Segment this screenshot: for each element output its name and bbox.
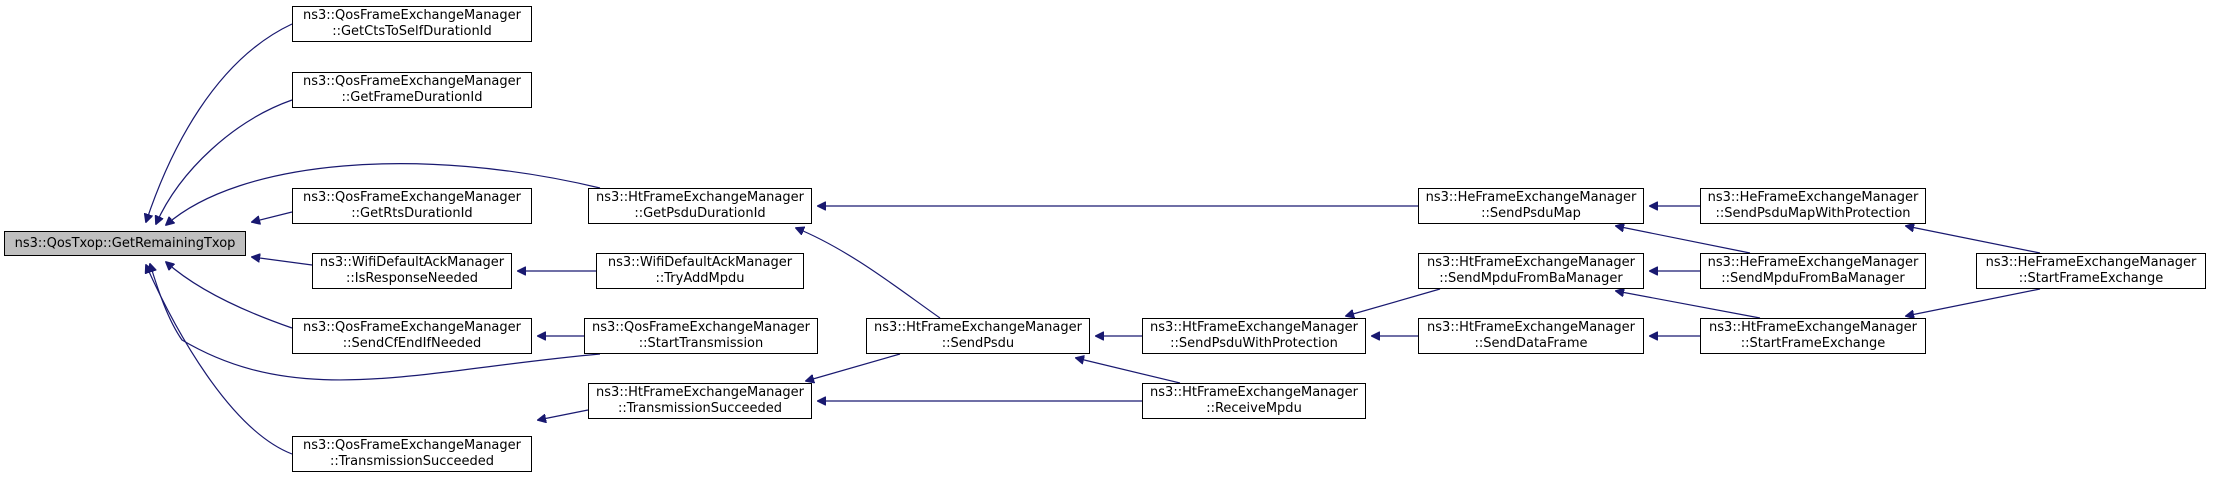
call-edge-htfem-sendpsdu-to-htfem-getpsdu xyxy=(796,228,941,319)
graph-node-wdam-tryadd[interactable]: ns3::WifiDefaultAckManager::TryAddMpdu xyxy=(596,253,804,289)
node-label-line: ::SendCfEndIfNeeded xyxy=(342,336,482,351)
node-label-line: ns3::HtFrameExchangeManager xyxy=(596,385,804,400)
node-label-line: ::StartFrameExchange xyxy=(2018,271,2164,286)
node-label-line: ns3::HtFrameExchangeManager xyxy=(1427,255,1635,270)
node-label-line: ns3::HtFrameExchangeManager xyxy=(1709,320,1917,335)
node-label-line: ::TransmissionSucceeded xyxy=(617,401,783,416)
call-edge-qfem-txsucc-to-root xyxy=(146,265,293,455)
node-label-line: ::TransmissionSucceeded xyxy=(329,454,495,469)
node-label-line: ns3::QosFrameExchangeManager xyxy=(302,190,521,205)
node-label-line: ::SendMpduFromBaManager xyxy=(1439,271,1623,286)
node-label-line: ::GetRtsDurationId xyxy=(351,206,473,221)
graph-node-hefem-sendpsdumapwp[interactable]: ns3::HeFrameExchangeManager::SendPsduMap… xyxy=(1700,188,1926,224)
node-label-line: ns3::HtFrameExchangeManager xyxy=(596,190,804,205)
node-label-line: ::GetCtsToSelfDurationId xyxy=(332,24,492,39)
graph-node-hefem-startfe[interactable]: ns3::HeFrameExchangeManager::StartFrameE… xyxy=(1976,253,2206,289)
call-edge-hefem-sendmpduba-to-hefem-sendpsdumap xyxy=(1616,226,1751,254)
call-edge-htfem-sendpsdu-to-htfem-txsucc xyxy=(806,353,901,381)
graph-node-htfem-sendpsduwp[interactable]: ns3::HtFrameExchangeManager::SendPsduWit… xyxy=(1142,318,1366,354)
node-label-line: ::SendPsduMapWithProtection xyxy=(1715,206,1911,221)
node-label-line: ::SendPsdu xyxy=(941,336,1015,351)
node-label-line: ::IsResponseNeeded xyxy=(345,271,479,286)
graph-node-hefem-sendmpduba[interactable]: ns3::HeFrameExchangeManager::SendMpduFro… xyxy=(1700,253,1926,289)
call-edge-qfem-getframe-to-root xyxy=(156,99,293,224)
node-label-line: ::ReceiveMpdu xyxy=(1206,401,1302,416)
node-label-line: ns3::HtFrameExchangeManager xyxy=(1150,385,1358,400)
node-label-line: ::SendMpduFromBaManager xyxy=(1721,271,1905,286)
node-label-line: ns3::QosFrameExchangeManager xyxy=(302,74,521,89)
graph-node-qfem-starttx[interactable]: ns3::QosFrameExchangeManager::StartTrans… xyxy=(584,318,818,354)
node-label-line: ::SendPsduWithProtection xyxy=(1170,336,1338,351)
node-label-line: ::SendDataFrame xyxy=(1474,336,1588,351)
graph-node-htfem-sendmpduba[interactable]: ns3::HtFrameExchangeManager::SendMpduFro… xyxy=(1418,253,1644,289)
call-edge-htfem-getpsdu-to-root xyxy=(166,163,601,225)
node-label-line: ns3::HeFrameExchangeManager xyxy=(1985,255,2197,270)
node-label-line: ns3::QosFrameExchangeManager xyxy=(302,438,521,453)
node-label-line: ns3::HeFrameExchangeManager xyxy=(1707,255,1919,270)
graph-node-wdam-isresponse[interactable]: ns3::WifiDefaultAckManager::IsResponseNe… xyxy=(312,253,512,289)
node-label-line: ns3::HtFrameExchangeManager xyxy=(874,320,1082,335)
call-edge-hefem-startfe-to-htfem-startfe xyxy=(1906,288,2041,316)
graph-node-root: ns3::QosTxop::GetRemainingTxop xyxy=(4,231,246,256)
call-edge-htfem-startfe-to-htfem-sendmpduba xyxy=(1616,291,1761,319)
call-edge-wdam-isresponse-to-root xyxy=(252,257,313,266)
graph-node-qfem-sendcfend[interactable]: ns3::QosFrameExchangeManager::SendCfEndI… xyxy=(292,318,532,354)
graph-node-qfem-getframe[interactable]: ns3::QosFrameExchangeManager::GetFrameDu… xyxy=(292,72,532,108)
graph-node-htfem-sendpsdu[interactable]: ns3::HtFrameExchangeManager::SendPsdu xyxy=(866,318,1090,354)
node-label-line: ns3::WifiDefaultAckManager xyxy=(607,255,793,270)
node-label-line: ns3::WifiDefaultAckManager xyxy=(319,255,505,270)
graph-node-htfem-getpsdu[interactable]: ns3::HtFrameExchangeManager::GetPsduDura… xyxy=(588,188,812,224)
graph-node-htfem-txsucc[interactable]: ns3::HtFrameExchangeManager::Transmissio… xyxy=(588,383,812,419)
graph-node-qfem-getrts[interactable]: ns3::QosFrameExchangeManager::GetRtsDura… xyxy=(292,188,532,224)
node-label-line: ns3::QosFrameExchangeManager xyxy=(591,320,810,335)
node-label-line: ::GetFrameDurationId xyxy=(341,90,483,105)
node-label-line: ::GetPsduDurationId xyxy=(634,206,766,221)
call-edge-hefem-startfe-to-hefem-sendpsdumapwp xyxy=(1906,226,2041,254)
graph-node-htfem-startfe[interactable]: ns3::HtFrameExchangeManager::StartFrameE… xyxy=(1700,318,1926,354)
call-edge-qfem-getcts-to-root xyxy=(146,23,293,222)
call-edge-htfem-receive-to-htfem-sendpsdu xyxy=(1076,358,1181,384)
graph-node-htfem-senddata[interactable]: ns3::HtFrameExchangeManager::SendDataFra… xyxy=(1418,318,1644,354)
graph-node-qfem-getcts[interactable]: ns3::QosFrameExchangeManager::GetCtsToSe… xyxy=(292,6,532,42)
call-edge-htfem-sendmpduba-to-htfem-sendpsduwp xyxy=(1346,288,1441,316)
node-label-line: ns3::QosTxop::GetRemainingTxop xyxy=(14,235,236,251)
node-label-line: ns3::HtFrameExchangeManager xyxy=(1150,320,1358,335)
node-label-line: ns3::QosFrameExchangeManager xyxy=(302,8,521,23)
node-label-line: ns3::HtFrameExchangeManager xyxy=(1427,320,1635,335)
call-edge-htfem-txsucc-to-qfem-txsucc xyxy=(538,409,589,420)
graph-node-qfem-txsucc[interactable]: ns3::QosFrameExchangeManager::Transmissi… xyxy=(292,436,532,472)
call-edge-qfem-sendcfend-to-root xyxy=(166,262,293,329)
node-label-line: ::StartFrameExchange xyxy=(1740,336,1886,351)
node-label-line: ::TryAddMpdu xyxy=(655,271,745,286)
node-label-line: ns3::HeFrameExchangeManager xyxy=(1707,190,1919,205)
graph-node-htfem-receive[interactable]: ns3::HtFrameExchangeManager::ReceiveMpdu xyxy=(1142,383,1366,419)
graph-node-hefem-sendpsdumap[interactable]: ns3::HeFrameExchangeManager::SendPsduMap xyxy=(1418,188,1644,224)
node-label-line: ns3::HeFrameExchangeManager xyxy=(1425,190,1637,205)
node-label-line: ::SendPsduMap xyxy=(1481,206,1581,221)
call-edge-qfem-getrts-to-root xyxy=(252,211,293,222)
node-label-line: ns3::QosFrameExchangeManager xyxy=(302,320,521,335)
node-label-line: ::StartTransmission xyxy=(638,336,764,351)
call-edge-qfem-starttx-to-root xyxy=(150,264,601,381)
